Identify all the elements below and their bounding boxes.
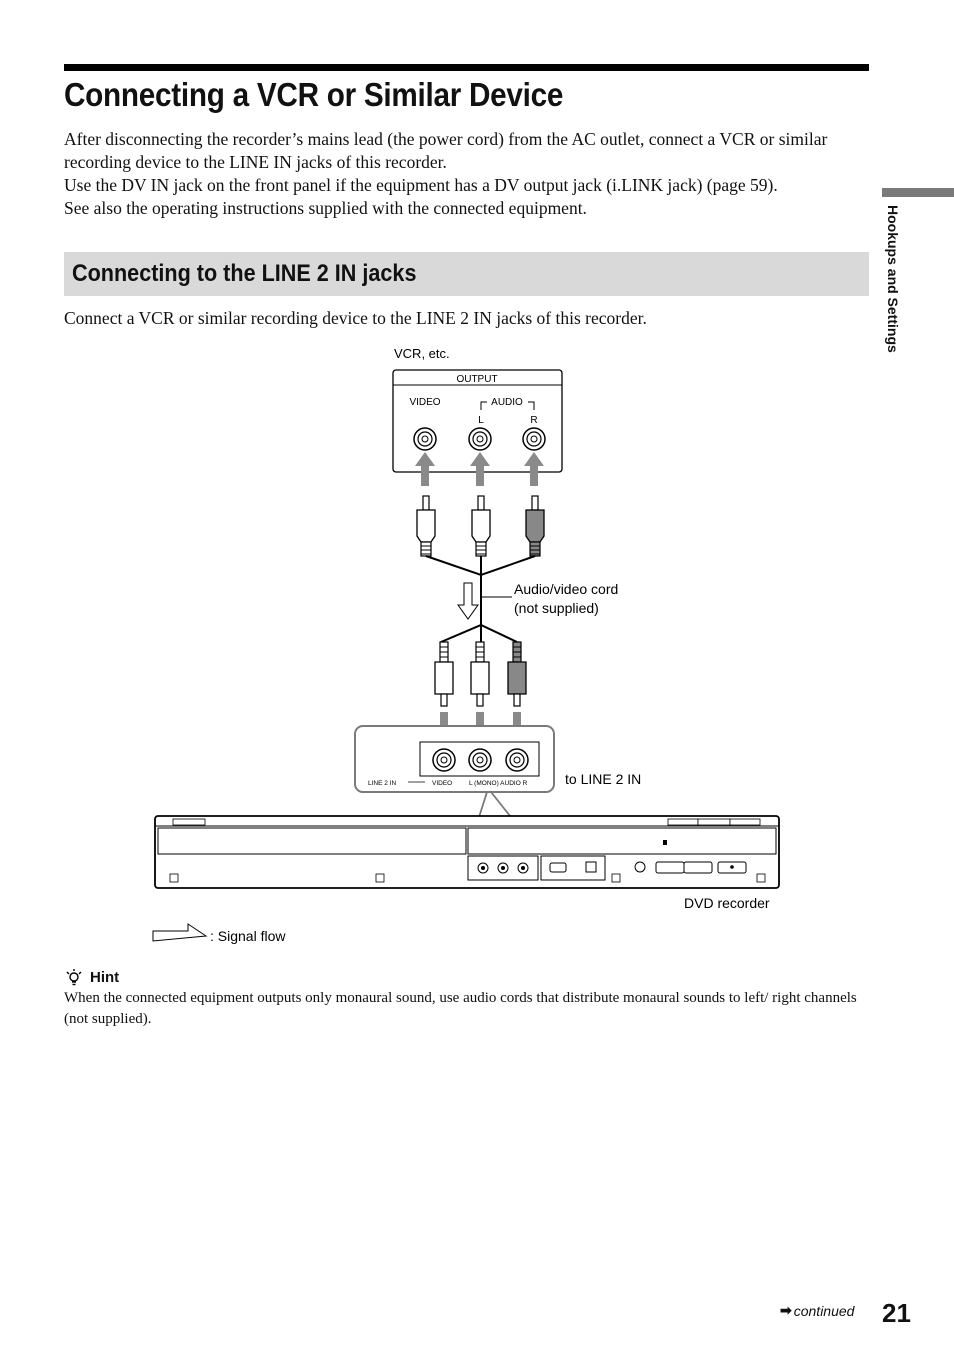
continued-marker: ➡ continued	[780, 1302, 854, 1319]
vcr-label: VCR, etc.	[394, 346, 450, 361]
sidebar-tab-bar	[882, 188, 954, 197]
panel-line2-label: LINE 2 IN	[368, 780, 396, 787]
section-header: Connecting to the LINE 2 IN jacks	[64, 252, 869, 296]
title-rule	[64, 64, 869, 71]
line2-video-jack	[432, 748, 456, 772]
dvd-recorder-label: DVD recorder	[684, 895, 770, 911]
continued-label: continued	[793, 1302, 855, 1319]
vcr-left-label: L	[478, 415, 484, 426]
line2-audio-right-jack	[505, 748, 529, 772]
plug-video-bottom	[434, 641, 454, 707]
plug-audio-right-bottom	[507, 641, 527, 707]
vcr-audio-left-jack	[468, 427, 492, 451]
intro-paragraph-3: See also the operating instructions supp…	[64, 198, 587, 218]
signal-arrows-top	[415, 452, 544, 486]
plug-video-top	[416, 495, 436, 557]
line2-audio-left-jack	[468, 748, 492, 772]
lightbulb-icon	[66, 969, 82, 986]
intro-paragraph-1: After disconnecting the recorder’s mains…	[64, 129, 828, 172]
signal-flow-legend-arrow	[152, 923, 208, 942]
to-line2-label: to LINE 2 IN	[565, 771, 641, 787]
page-title: Connecting a VCR or Similar Device	[64, 76, 564, 113]
right-arrow-icon: ➡	[780, 1302, 792, 1318]
hint-text: When the connected equipment outputs onl…	[64, 990, 857, 1027]
cord-label-line-2: (not supplied)	[514, 600, 599, 616]
output-label: OUTPUT	[456, 374, 497, 385]
intro-paragraph-2: Use the DV IN jack on the front panel if…	[64, 175, 778, 195]
vcr-right-label: R	[530, 415, 537, 426]
signal-flow-legend-label: : Signal flow	[210, 928, 286, 944]
vcr-audio-label: AUDIO	[491, 397, 523, 408]
vcr-audio-right-jack	[522, 427, 546, 451]
plug-audio-right-top	[525, 495, 545, 557]
plug-audio-left-bottom	[470, 641, 490, 707]
intro-text: After disconnecting the recorder’s mains…	[64, 128, 869, 220]
hint-box: Hint When the connected equipment output…	[64, 968, 874, 1030]
panel-audio-label: L (MONO) AUDIO R	[469, 780, 528, 787]
section-title: Connecting to the LINE 2 IN jacks	[72, 260, 417, 287]
vcr-video-jack	[413, 427, 437, 451]
page-number: 21	[882, 1298, 911, 1328]
panel-video-label: VIDEO	[432, 780, 452, 787]
hint-title: Hint	[90, 968, 120, 986]
dvd-recorder-front	[154, 815, 780, 889]
plug-audio-left-top	[471, 495, 491, 557]
section-intro: Connect a VCR or similar recording devic…	[64, 308, 647, 328]
sidebar-section-label: Hookups and Settings	[885, 205, 901, 353]
vcr-video-label: VIDEO	[409, 397, 440, 408]
hint-heading: Hint	[64, 968, 874, 986]
cord-label-line-1: Audio/video cord	[514, 581, 618, 597]
cord-signal-flow-arrow	[457, 582, 479, 620]
audio-video-cord	[425, 555, 536, 643]
